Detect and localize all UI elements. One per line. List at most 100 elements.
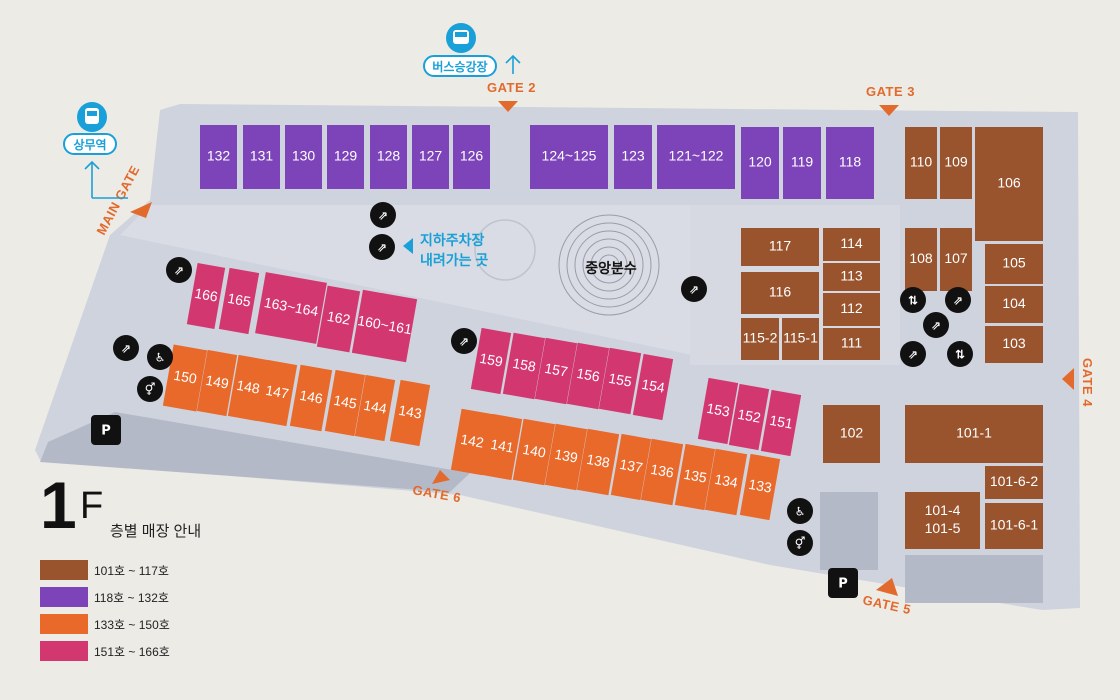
svg-text:P: P — [101, 424, 111, 439]
store-unit[interactable]: 134 — [704, 448, 748, 516]
store-unit-shape — [196, 349, 238, 417]
arrow-up-icon — [84, 160, 128, 199]
store-unit[interactable]: 118 — [826, 127, 874, 199]
store-unit-shape — [657, 125, 735, 189]
store-unit[interactable]: 128 — [370, 125, 407, 189]
store-unit[interactable]: 130 — [285, 125, 322, 189]
store-unit[interactable]: 138 — [576, 428, 620, 496]
store-unit[interactable]: 101-6-1 — [985, 503, 1043, 549]
store-unit[interactable]: 147 — [256, 359, 298, 427]
store-unit[interactable]: 165 — [218, 267, 260, 335]
store-unit[interactable]: 101-1 — [905, 405, 1043, 463]
store-unit-label: 136 — [649, 461, 675, 481]
store-unit[interactable]: 143 — [389, 379, 431, 447]
store-unit[interactable]: 110 — [905, 127, 937, 199]
store-unit[interactable]: 142 — [450, 408, 494, 476]
store-unit[interactable]: 120 — [741, 127, 779, 199]
store-unit[interactable]: 150 — [162, 344, 208, 412]
store-unit[interactable]: 166 — [186, 263, 226, 329]
store-unit[interactable]: 144 — [354, 374, 396, 442]
svg-text:⇗: ⇗ — [174, 264, 184, 278]
store-unit[interactable]: 121~122 — [657, 125, 735, 189]
store-unit[interactable]: 153 — [697, 377, 739, 445]
store-unit[interactable]: 112 — [823, 293, 880, 326]
gate-5-arrow — [876, 578, 898, 596]
store-unit-shape — [905, 228, 937, 291]
store-unit[interactable]: 104 — [985, 286, 1043, 323]
gate-6-arrow — [432, 470, 450, 484]
store-unit[interactable]: 158 — [502, 332, 546, 400]
store-unit-label: 147 — [264, 382, 290, 402]
store-unit[interactable]: 102 — [823, 405, 880, 463]
store-unit-label: 112 — [840, 300, 863, 316]
store-unit[interactable]: 140 — [512, 418, 556, 486]
store-unit-shape — [632, 353, 674, 421]
store-unit[interactable]: 115-2 — [741, 318, 779, 360]
store-unit[interactable]: 132 — [200, 125, 237, 189]
store-unit[interactable]: 103 — [985, 326, 1043, 363]
store-unit[interactable]: 136 — [640, 438, 684, 506]
store-unit[interactable]: 133 — [739, 453, 781, 521]
store-unit-shape — [823, 228, 880, 261]
elevator-icon: ⇅ — [947, 341, 973, 367]
store-unit-shape — [741, 272, 819, 314]
store-unit-shape — [697, 377, 739, 445]
store-unit-label: 116 — [769, 284, 792, 300]
store-unit[interactable]: 113 — [823, 263, 880, 291]
legend-label: 101호 ~ 117호 — [94, 563, 169, 578]
store-unit[interactable]: 107 — [940, 228, 972, 291]
store-unit[interactable]: 106 — [975, 127, 1043, 241]
store-unit[interactable]: 115-1 — [782, 318, 819, 360]
store-unit[interactable]: 123 — [614, 125, 652, 189]
store-unit[interactable]: 160~161 — [351, 289, 418, 363]
store-unit[interactable]: 157 — [534, 337, 578, 405]
svg-text:⇗: ⇗ — [378, 209, 388, 223]
store-unit[interactable]: 109 — [940, 127, 972, 199]
store-unit[interactable]: 105 — [985, 244, 1043, 284]
store-unit[interactable]: 145 — [324, 369, 366, 437]
store-unit-shape — [576, 428, 620, 496]
store-unit[interactable]: 159 — [470, 327, 512, 395]
store-unit[interactable]: 141 — [481, 413, 523, 481]
store-unit-label: 140 — [521, 441, 547, 461]
store-unit[interactable]: 163~164 — [255, 272, 327, 344]
store-unit[interactable]: 139 — [544, 423, 588, 491]
store-unit[interactable]: 116 — [741, 272, 819, 314]
store-unit[interactable]: 111 — [823, 328, 880, 360]
store-unit[interactable]: 129 — [327, 125, 364, 189]
store-unit[interactable]: 126 — [453, 125, 490, 189]
store-unit[interactable]: 152 — [728, 383, 770, 451]
store-unit[interactable]: 117 — [741, 228, 819, 266]
store-unit[interactable]: 149 — [196, 349, 238, 417]
escalator-icon: ⇗ — [923, 312, 949, 338]
store-unit[interactable]: 155 — [598, 347, 642, 415]
subway-badge — [63, 133, 117, 155]
store-unit[interactable]: 114 — [823, 228, 880, 261]
store-unit[interactable]: 101-6-2 — [985, 466, 1043, 499]
store-unit-shape — [453, 125, 490, 189]
store-unit[interactable]: 124~125 — [530, 125, 608, 189]
store-unit-label: 108 — [909, 250, 933, 266]
store-unit[interactable]: 127 — [412, 125, 449, 189]
store-unit[interactable]: 135 — [674, 443, 716, 511]
store-unit[interactable]: 156 — [566, 342, 610, 410]
store-unit[interactable]: 137 — [610, 433, 652, 501]
store-unit[interactable]: 131 — [243, 125, 280, 189]
store-unit[interactable]: 162 — [316, 285, 361, 353]
gate-4-label: GATE 4 — [1080, 358, 1095, 407]
store-unit-label: 156 — [575, 365, 601, 385]
store-unit-label: 123 — [621, 148, 645, 164]
store-unit-label: 149 — [204, 372, 230, 392]
store-unit-label: 166 — [193, 285, 219, 305]
store-unit[interactable]: 151 — [760, 389, 802, 457]
store-unit[interactable]: 154 — [632, 353, 674, 421]
bus-stop-label: 버스승강장 — [432, 59, 487, 74]
store-unit[interactable]: 146 — [289, 364, 333, 432]
store-unit[interactable]: 119 — [783, 127, 821, 199]
store-unit[interactable]: 148 — [227, 354, 269, 422]
store-unit-label: 148 — [235, 377, 261, 397]
svg-text:P: P — [838, 577, 848, 592]
floor-letter: F — [80, 485, 104, 527]
store-unit[interactable]: 108 — [905, 228, 937, 291]
